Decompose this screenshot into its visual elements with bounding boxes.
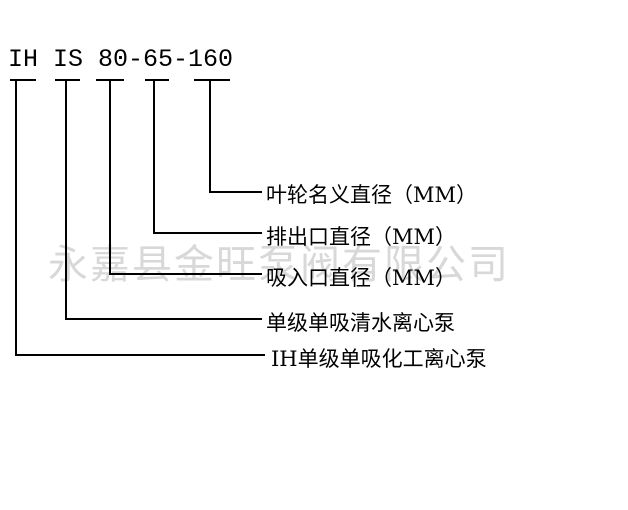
label-ih-pump-type: IH单级单吸化工离心泵: [271, 347, 487, 371]
model-code: IH IS 80-65-160: [8, 45, 233, 74]
label-inlet-diameter: 吸入口直径（MM）: [266, 266, 456, 290]
label-is-pump-type: 单级单吸清水离心泵: [266, 311, 455, 335]
label-impeller-diameter: 叶轮名义直径（MM）: [266, 183, 477, 207]
leader-is: [65, 80, 262, 320]
leader-inlet: [109, 80, 262, 275]
leader-outlet: [153, 80, 262, 234]
label-outlet-diameter: 排出口直径（MM）: [266, 225, 456, 249]
leader-ih: [15, 80, 265, 356]
leader-impeller: [209, 80, 262, 193]
watermark-text: 永嘉县金旺泵阀有限公司: [48, 242, 510, 288]
